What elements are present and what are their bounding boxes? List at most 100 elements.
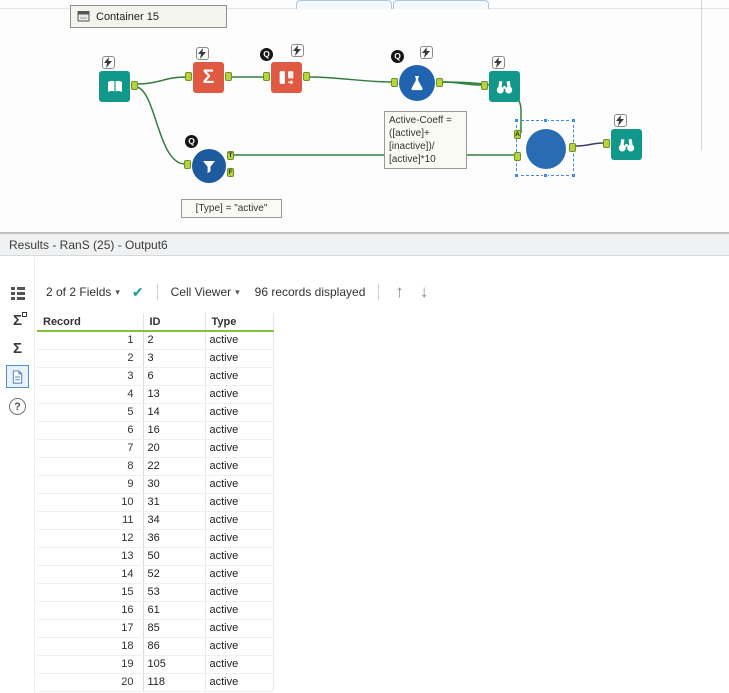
column-header-id[interactable]: ID	[143, 313, 206, 332]
type-cell[interactable]: active	[205, 403, 274, 422]
input-anchor[interactable]	[185, 72, 192, 81]
type-cell[interactable]: active	[205, 529, 274, 548]
type-cell[interactable]: active	[205, 673, 274, 692]
true-output-anchor[interactable]: T	[227, 151, 234, 160]
type-cell[interactable]: active	[205, 421, 274, 440]
column-header-record[interactable]: Record	[37, 313, 144, 332]
data-view-icon[interactable]	[6, 365, 29, 388]
record-cell[interactable]: 2	[37, 349, 144, 368]
wire-crosstab-formula[interactable]	[308, 76, 392, 83]
record-cell[interactable]: 7	[37, 439, 144, 458]
type-cell[interactable]: active	[205, 619, 274, 638]
id-cell[interactable]: 61	[143, 601, 206, 620]
id-cell[interactable]: 16	[143, 421, 206, 440]
cell-viewer-dropdown[interactable]: Cell Viewer ▾	[170, 285, 240, 299]
selection-handle[interactable]	[571, 118, 576, 123]
wire-input-summarize[interactable]	[136, 76, 186, 85]
id-cell[interactable]: 118	[143, 673, 206, 692]
fields-dropdown[interactable]: 2 of 2 Fields ▾	[46, 285, 120, 299]
workflow-tab[interactable]	[393, 0, 489, 9]
record-cell[interactable]: 9	[37, 475, 144, 494]
id-cell[interactable]: 22	[143, 457, 206, 476]
filter-annotation[interactable]: [Type] = "active"	[181, 199, 282, 218]
record-cell[interactable]: 12	[37, 529, 144, 548]
summary-sigma-icon[interactable]: Σ	[12, 340, 22, 357]
record-cell[interactable]: 8	[37, 457, 144, 476]
id-cell[interactable]: 20	[143, 439, 206, 458]
record-cell[interactable]: 1	[37, 331, 144, 350]
up-arrow-button[interactable]: ↑	[395, 282, 404, 301]
join-input-anchor-b[interactable]	[514, 152, 521, 161]
id-cell[interactable]: 86	[143, 637, 206, 656]
record-cell[interactable]: 17	[37, 619, 144, 638]
type-cell[interactable]: active	[205, 475, 274, 494]
checkmark-icon[interactable]: ✔	[131, 283, 144, 300]
workflow-canvas[interactable]: Container 15 Σ	[0, 0, 729, 233]
type-cell[interactable]: active	[205, 367, 274, 386]
id-cell[interactable]: 34	[143, 511, 206, 530]
type-cell[interactable]: active	[205, 637, 274, 656]
type-cell[interactable]: active	[205, 655, 274, 674]
output-anchor[interactable]	[225, 72, 232, 81]
browse-tool-top[interactable]	[481, 56, 520, 102]
input-anchor[interactable]	[263, 72, 270, 81]
record-cell[interactable]: 5	[37, 403, 144, 422]
join-tool[interactable]	[526, 129, 566, 169]
type-cell[interactable]: active	[205, 349, 274, 368]
record-cell[interactable]: 14	[37, 565, 144, 584]
id-cell[interactable]: 2	[143, 331, 206, 350]
record-cell[interactable]: 15	[37, 583, 144, 602]
selection-handle[interactable]	[543, 173, 548, 178]
record-cell[interactable]: 18	[37, 637, 144, 656]
record-cell[interactable]: 3	[37, 367, 144, 386]
browse-tool-right[interactable]	[603, 114, 642, 160]
metadata-sigma-icon[interactable]: Σ	[6, 309, 29, 332]
id-cell[interactable]: 14	[143, 403, 206, 422]
id-cell[interactable]: 31	[143, 493, 206, 512]
record-cell[interactable]: 10	[37, 493, 144, 512]
record-cell[interactable]: 4	[37, 385, 144, 404]
type-cell[interactable]: active	[205, 457, 274, 476]
down-arrow-button[interactable]: ↓	[419, 282, 429, 301]
selection-handle[interactable]	[514, 173, 519, 178]
id-cell[interactable]: 52	[143, 565, 206, 584]
type-cell[interactable]: active	[205, 493, 274, 512]
input-anchor[interactable]	[603, 139, 610, 148]
crosstab-tool[interactable]: Q	[260, 44, 310, 93]
id-cell[interactable]: 3	[143, 349, 206, 368]
join-input-anchor-a[interactable]: A	[514, 130, 521, 139]
column-header-type[interactable]: Type	[205, 313, 274, 332]
selection-handle[interactable]	[514, 118, 519, 123]
wire-join-browse[interactable]	[575, 142, 604, 147]
record-cell[interactable]: 13	[37, 547, 144, 566]
results-messages-icon[interactable]	[6, 281, 29, 304]
record-cell[interactable]: 16	[37, 601, 144, 620]
input-data-tool[interactable]	[99, 56, 138, 102]
output-anchor[interactable]	[436, 78, 443, 87]
type-cell[interactable]: active	[205, 511, 274, 530]
id-cell[interactable]: 85	[143, 619, 206, 638]
filter-tool[interactable]: Q T F	[184, 135, 234, 183]
wire-formula-browse[interactable]	[442, 81, 482, 86]
input-anchor[interactable]	[184, 160, 191, 169]
output-anchor[interactable]	[303, 72, 310, 81]
id-cell[interactable]: 13	[143, 385, 206, 404]
type-cell[interactable]: active	[205, 385, 274, 404]
formula-tool[interactable]: Q	[391, 46, 443, 101]
